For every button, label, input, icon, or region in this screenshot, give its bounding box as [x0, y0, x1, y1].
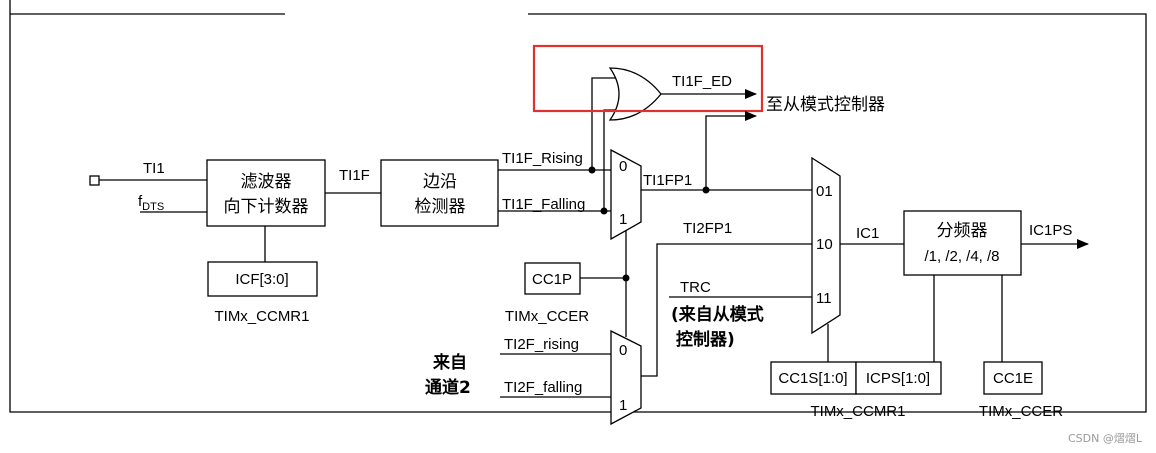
ti2f-falling-label: TI2F_falling	[504, 379, 582, 396]
sel-11-label: 11	[816, 290, 832, 307]
filter-box	[206, 159, 326, 227]
ti2fp1-line	[641, 243, 812, 377]
filter-label-line2: 向下计数器	[224, 197, 309, 217]
ti2f-rising-label: TI2F_rising	[504, 336, 579, 353]
junction-cc1p	[622, 274, 630, 282]
trc-label: TRC	[680, 279, 711, 296]
from-channel-line1: 来自	[432, 352, 467, 373]
or-gate	[608, 67, 662, 121]
ti1-input-pin	[89, 175, 100, 186]
ti1-label: TI1	[143, 160, 165, 177]
edge-detector-box	[380, 159, 499, 227]
timx-ccmr1-label-b: TIMx_CCMR1	[810, 403, 905, 420]
icf-label: ICF[3:0]	[235, 271, 288, 288]
mux2-input-0: 0	[619, 342, 627, 359]
timx-ccer-label-b: TIMx_CCER	[979, 403, 1063, 420]
ti1fp1-to-slave-line	[705, 111, 757, 190]
ti1fp1-label: TI1FP1	[643, 172, 692, 189]
cc1p-register	[524, 262, 581, 295]
sel-01-label: 01	[816, 183, 833, 200]
fdts-f: f	[138, 193, 143, 210]
highlight-box	[532, 44, 764, 113]
watermark: CSDN @熠熠L	[1068, 431, 1143, 445]
fdts-label: fDTS	[138, 193, 164, 213]
cc1e-register	[983, 361, 1043, 395]
junction-ti1fp1	[702, 186, 710, 194]
mux1	[610, 148, 642, 241]
edge-label-line1: 边沿	[423, 172, 457, 192]
ti2fp1-label: TI2FP1	[683, 220, 732, 237]
mux2	[610, 329, 642, 426]
icf-register	[207, 261, 318, 297]
icps-register	[855, 361, 942, 395]
timx-ccer-label-a: TIMx_CCER	[505, 308, 589, 325]
prescaler-label-line1: 分频器	[937, 221, 988, 241]
ic1-label: IC1	[856, 225, 879, 242]
to-slave-label: 至从模式控制器	[766, 95, 885, 115]
outer-frame	[9, 0, 1147, 413]
ti1f-ed-label: TI1F_ED	[672, 73, 732, 90]
fdts-sub: DTS	[142, 201, 164, 213]
prescaler-label-line2: /1, /2, /4, /8	[924, 248, 999, 265]
trc-note-line1: (来自从模式	[671, 304, 764, 325]
mux1-input-0: 0	[619, 158, 627, 175]
from-channel-line2: 通道2	[425, 377, 471, 398]
ti1f-falling-label: TI1F_Falling	[502, 196, 585, 213]
timx-ccmr1-label-a: TIMx_CCMR1	[214, 308, 309, 325]
filter-label-line1: 滤波器	[241, 172, 292, 192]
ti1f-rising-label: TI1F_Rising	[502, 150, 583, 167]
icps-label: ICPS[1:0]	[866, 370, 930, 387]
sel-10-label: 10	[816, 236, 833, 253]
cc1s-label: CC1S[1:0]	[778, 370, 847, 387]
prescaler-box	[903, 210, 1022, 276]
cc1e-label: CC1E	[993, 370, 1033, 387]
or-feed-rising	[591, 77, 620, 170]
ic1ps-label: IC1PS	[1029, 222, 1072, 239]
ti1f-label: TI1F	[339, 167, 370, 184]
mux1-input-1: 1	[619, 211, 627, 228]
edge-label-line2: 检测器	[415, 197, 466, 217]
cc1p-label: CC1P	[532, 271, 572, 288]
trc-note-line2: 控制器)	[676, 329, 735, 350]
mux2-input-1: 1	[619, 397, 627, 414]
capture-mux	[811, 156, 841, 335]
